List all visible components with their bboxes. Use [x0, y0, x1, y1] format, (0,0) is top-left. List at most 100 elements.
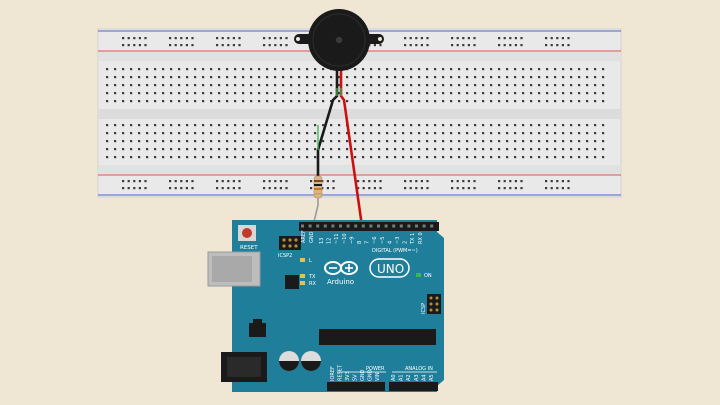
breadboard-hole — [154, 92, 157, 95]
breadboard-hole — [570, 132, 573, 135]
breadboard-hole — [498, 84, 501, 87]
icsp2-label: ICSP2 — [278, 253, 292, 259]
breadboard-hole — [570, 84, 573, 87]
breadboard-hole — [106, 156, 109, 159]
power-header — [327, 382, 385, 391]
breadboard-hole — [202, 148, 205, 151]
breadboard-hole — [138, 84, 141, 87]
breadboard-hole — [402, 140, 405, 143]
l-label: L — [309, 258, 312, 264]
buzzer-ring — [312, 13, 366, 67]
breadboard-hole — [386, 124, 389, 127]
breadboard-hole — [370, 92, 373, 95]
breadboard-hole — [410, 124, 413, 127]
breadboard-hole — [346, 140, 349, 143]
breadboard-hole — [169, 187, 172, 190]
breadboard-hole — [250, 84, 253, 87]
breadboard-hole — [274, 140, 277, 143]
breadboard-hole — [490, 100, 493, 103]
breadboard-hole — [394, 100, 397, 103]
breadboard-hole — [570, 92, 573, 95]
breadboard-hole — [114, 92, 117, 95]
breadboard-hole — [106, 76, 109, 79]
breadboard-hole — [114, 100, 117, 103]
breadboard-hole — [458, 92, 461, 95]
breadboard-hole — [298, 156, 301, 159]
breadboard-hole — [346, 148, 349, 151]
breadboard-hole — [285, 187, 288, 190]
breadboard-hole — [218, 148, 221, 151]
breadboard-hole — [114, 76, 117, 79]
breadboard-hole — [386, 100, 389, 103]
breadboard-hole — [368, 180, 371, 183]
breadboard-hole — [162, 132, 165, 135]
breadboard-hole — [144, 44, 147, 47]
breadboard-hole — [274, 187, 277, 190]
breadboard-hole — [354, 92, 357, 95]
breadboard-hole — [306, 84, 309, 87]
breadboard-hole — [506, 148, 509, 151]
breadboard-hole — [138, 156, 141, 159]
breadboard-hole — [462, 44, 465, 47]
breadboard-hole — [326, 187, 329, 190]
breadboard-hole — [266, 156, 269, 159]
breadboard-hole — [561, 37, 564, 40]
breadboard-hole — [450, 132, 453, 135]
breadboard-hole — [185, 44, 188, 47]
breadboard-hole — [238, 44, 241, 47]
breadboard-hole — [418, 156, 421, 159]
header-pin — [407, 224, 411, 228]
breadboard-hole — [514, 37, 517, 40]
breadboard-hole — [227, 37, 230, 40]
breadboard-hole — [546, 68, 549, 71]
breadboard-hole — [490, 156, 493, 159]
breadboard-hole — [545, 180, 548, 183]
breadboard-hole — [194, 132, 197, 135]
breadboard-hole — [530, 156, 533, 159]
digital-pin-label: RX 0 — [418, 232, 424, 244]
breadboard-hole — [133, 44, 136, 47]
breadboard-hole — [290, 132, 293, 135]
breadboard-hole — [354, 124, 357, 127]
breadboard-hole — [602, 92, 605, 95]
breadboard-hole — [482, 156, 485, 159]
breadboard-hole — [210, 156, 213, 159]
breadboard-hole — [442, 132, 445, 135]
breadboard-hole — [434, 92, 437, 95]
breadboard-hole — [578, 84, 581, 87]
breadboard-hole — [266, 84, 269, 87]
breadboard-hole — [482, 100, 485, 103]
breadboard-hole — [210, 68, 213, 71]
breadboard-hole — [122, 92, 125, 95]
breadboard-hole — [185, 37, 188, 40]
breadboard-hole — [180, 180, 183, 183]
breadboard-hole — [362, 180, 365, 183]
breadboard-hole — [586, 156, 589, 159]
breadboard-hole — [415, 44, 418, 47]
breadboard-hole — [442, 68, 445, 71]
buzzer-hole — [335, 36, 343, 44]
breadboard-hole — [106, 140, 109, 143]
breadboard-hole — [550, 44, 553, 47]
breadboard-hole — [550, 187, 553, 190]
breadboard-hole — [602, 132, 605, 135]
digital-pin-label: 8 — [357, 241, 363, 244]
power-pin-label: 3V3 — [345, 371, 351, 381]
header-pin — [301, 224, 304, 228]
breadboard-hole — [298, 84, 301, 87]
breadboard-hole — [456, 44, 459, 47]
usb-chip — [285, 275, 299, 289]
breadboard-hole — [194, 92, 197, 95]
breadboard-hole — [180, 44, 183, 47]
breadboard-hole — [586, 68, 589, 71]
breadboard-hole — [114, 124, 117, 127]
breadboard-hole — [322, 156, 325, 159]
breadboard-hole — [114, 156, 117, 159]
breadboard-hole — [482, 124, 485, 127]
breadboard-hole — [138, 148, 141, 151]
breadboard-hole — [410, 68, 413, 71]
breadboard-hole — [357, 180, 360, 183]
breadboard-hole — [586, 76, 589, 79]
breadboard-hole — [402, 156, 405, 159]
breadboard-hole — [538, 100, 541, 103]
